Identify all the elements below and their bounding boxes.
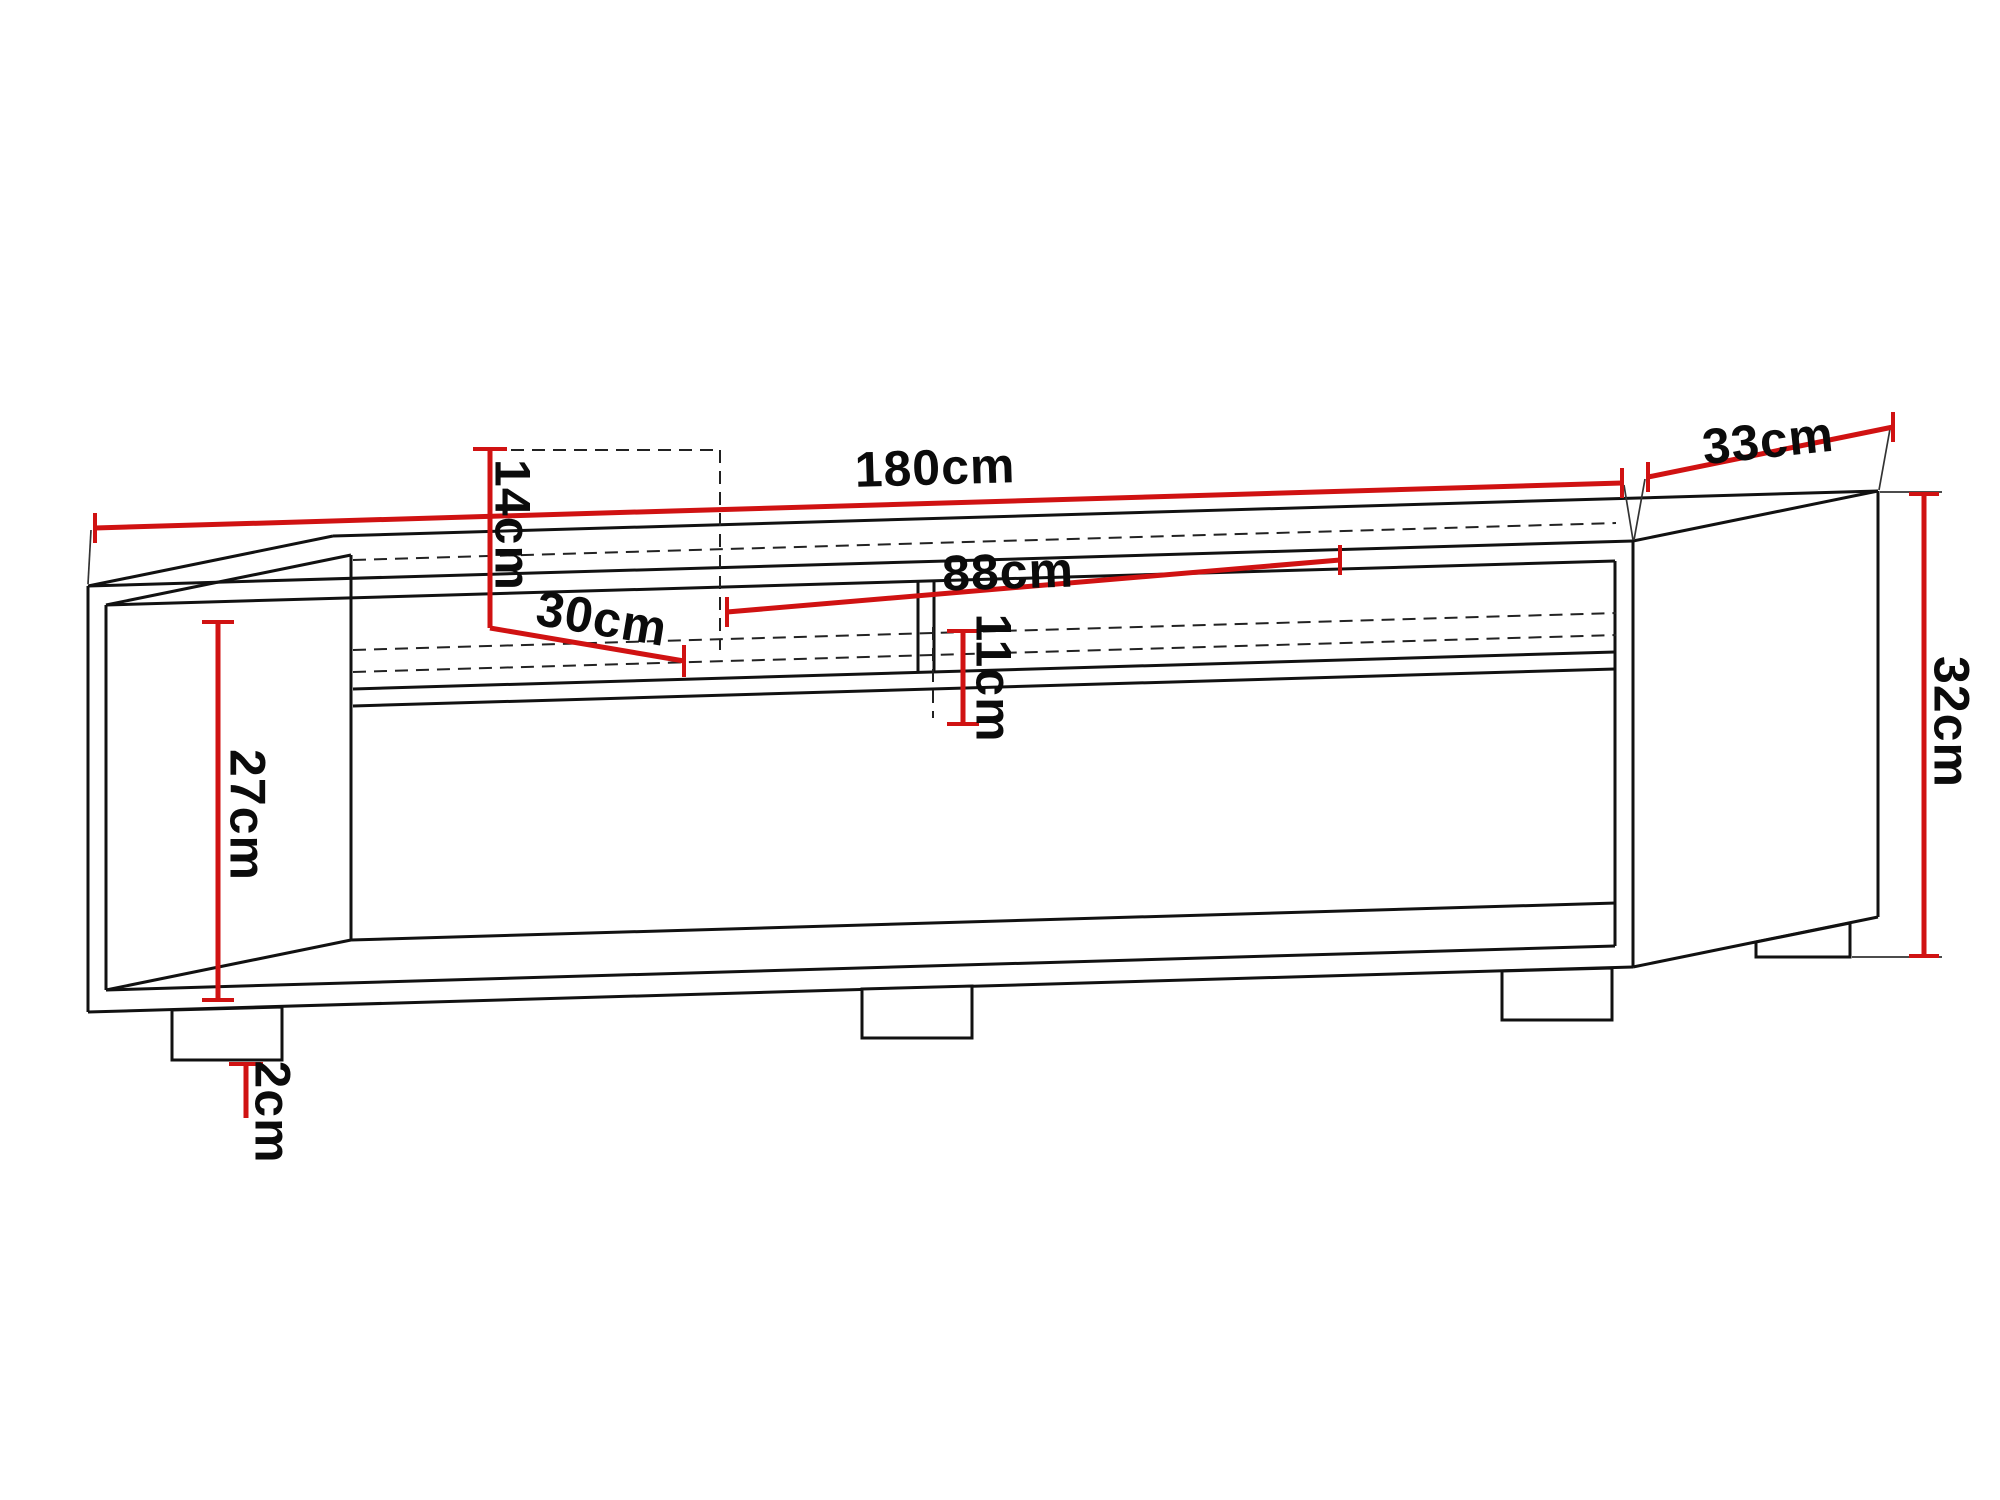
top-right-edge <box>1632 489 1879 543</box>
dim-depth-label: 33cm <box>1700 406 1837 475</box>
front-top-edge <box>87 539 1634 588</box>
dim-foot-height-label: 2cm <box>245 1060 301 1163</box>
back-top-edge <box>332 489 1879 538</box>
inner-bottom-edge <box>105 944 1616 992</box>
dim-interior-depth-line <box>489 625 686 677</box>
hidden-shelf-back-lower-edge <box>352 634 1617 673</box>
extension-width-left <box>87 529 92 585</box>
extension-depth-front <box>1633 478 1646 541</box>
floor-back-edge <box>350 901 1617 942</box>
dimension-lines <box>93 412 1939 1118</box>
foot-back-right <box>1754 921 1852 959</box>
left-panel-bottom-receding-edge <box>105 938 352 992</box>
dim-interior-depth-label: 30cm <box>532 580 671 657</box>
cabinet-interior-lines <box>104 553 1617 992</box>
shelf-lower-edge <box>352 667 1616 708</box>
shelf-front-edge <box>352 650 1616 691</box>
hidden-shelf-back-edge <box>352 612 1617 651</box>
extension-depth-back <box>1878 428 1891 491</box>
dim-lower-niche-height-line <box>947 629 979 726</box>
dim-lower-niche-height-label: 11cm <box>966 613 1022 742</box>
dim-interior-height-label: 27cm <box>220 749 276 881</box>
dim-height-line <box>1909 492 1939 958</box>
dim-foot-height-line <box>229 1062 263 1118</box>
dim-height-label: 32cm <box>1924 656 1980 788</box>
dimension-labels: 180cm 33cm 32cm 14cm 27cm 30cm 88cm 11cm… <box>220 406 1980 1164</box>
foot-front-left <box>170 1005 284 1062</box>
dim-niche-height-line <box>473 447 507 628</box>
dim-width-label: 180cm <box>854 437 1016 498</box>
foot-front-right <box>1500 966 1614 1022</box>
dim-shelf-width-label: 88cm <box>941 542 1074 602</box>
foot-front-middle <box>860 984 974 1040</box>
hidden-top-back-inner-edge <box>352 522 1617 561</box>
dim-interior-height-line <box>202 620 234 1002</box>
dim-width-line <box>93 468 1624 543</box>
dim-niche-height-label: 14cm <box>485 459 541 591</box>
cabinet-feet <box>170 921 1852 1062</box>
dim-depth-line <box>1646 412 1895 492</box>
hidden-edges <box>352 449 1617 718</box>
top-left-edge <box>87 534 334 588</box>
left-panel-top-receding-edge <box>105 553 352 607</box>
extension-width-right <box>1623 484 1634 541</box>
dim-shelf-width-line <box>725 545 1342 627</box>
inner-top-edge <box>105 559 1616 607</box>
